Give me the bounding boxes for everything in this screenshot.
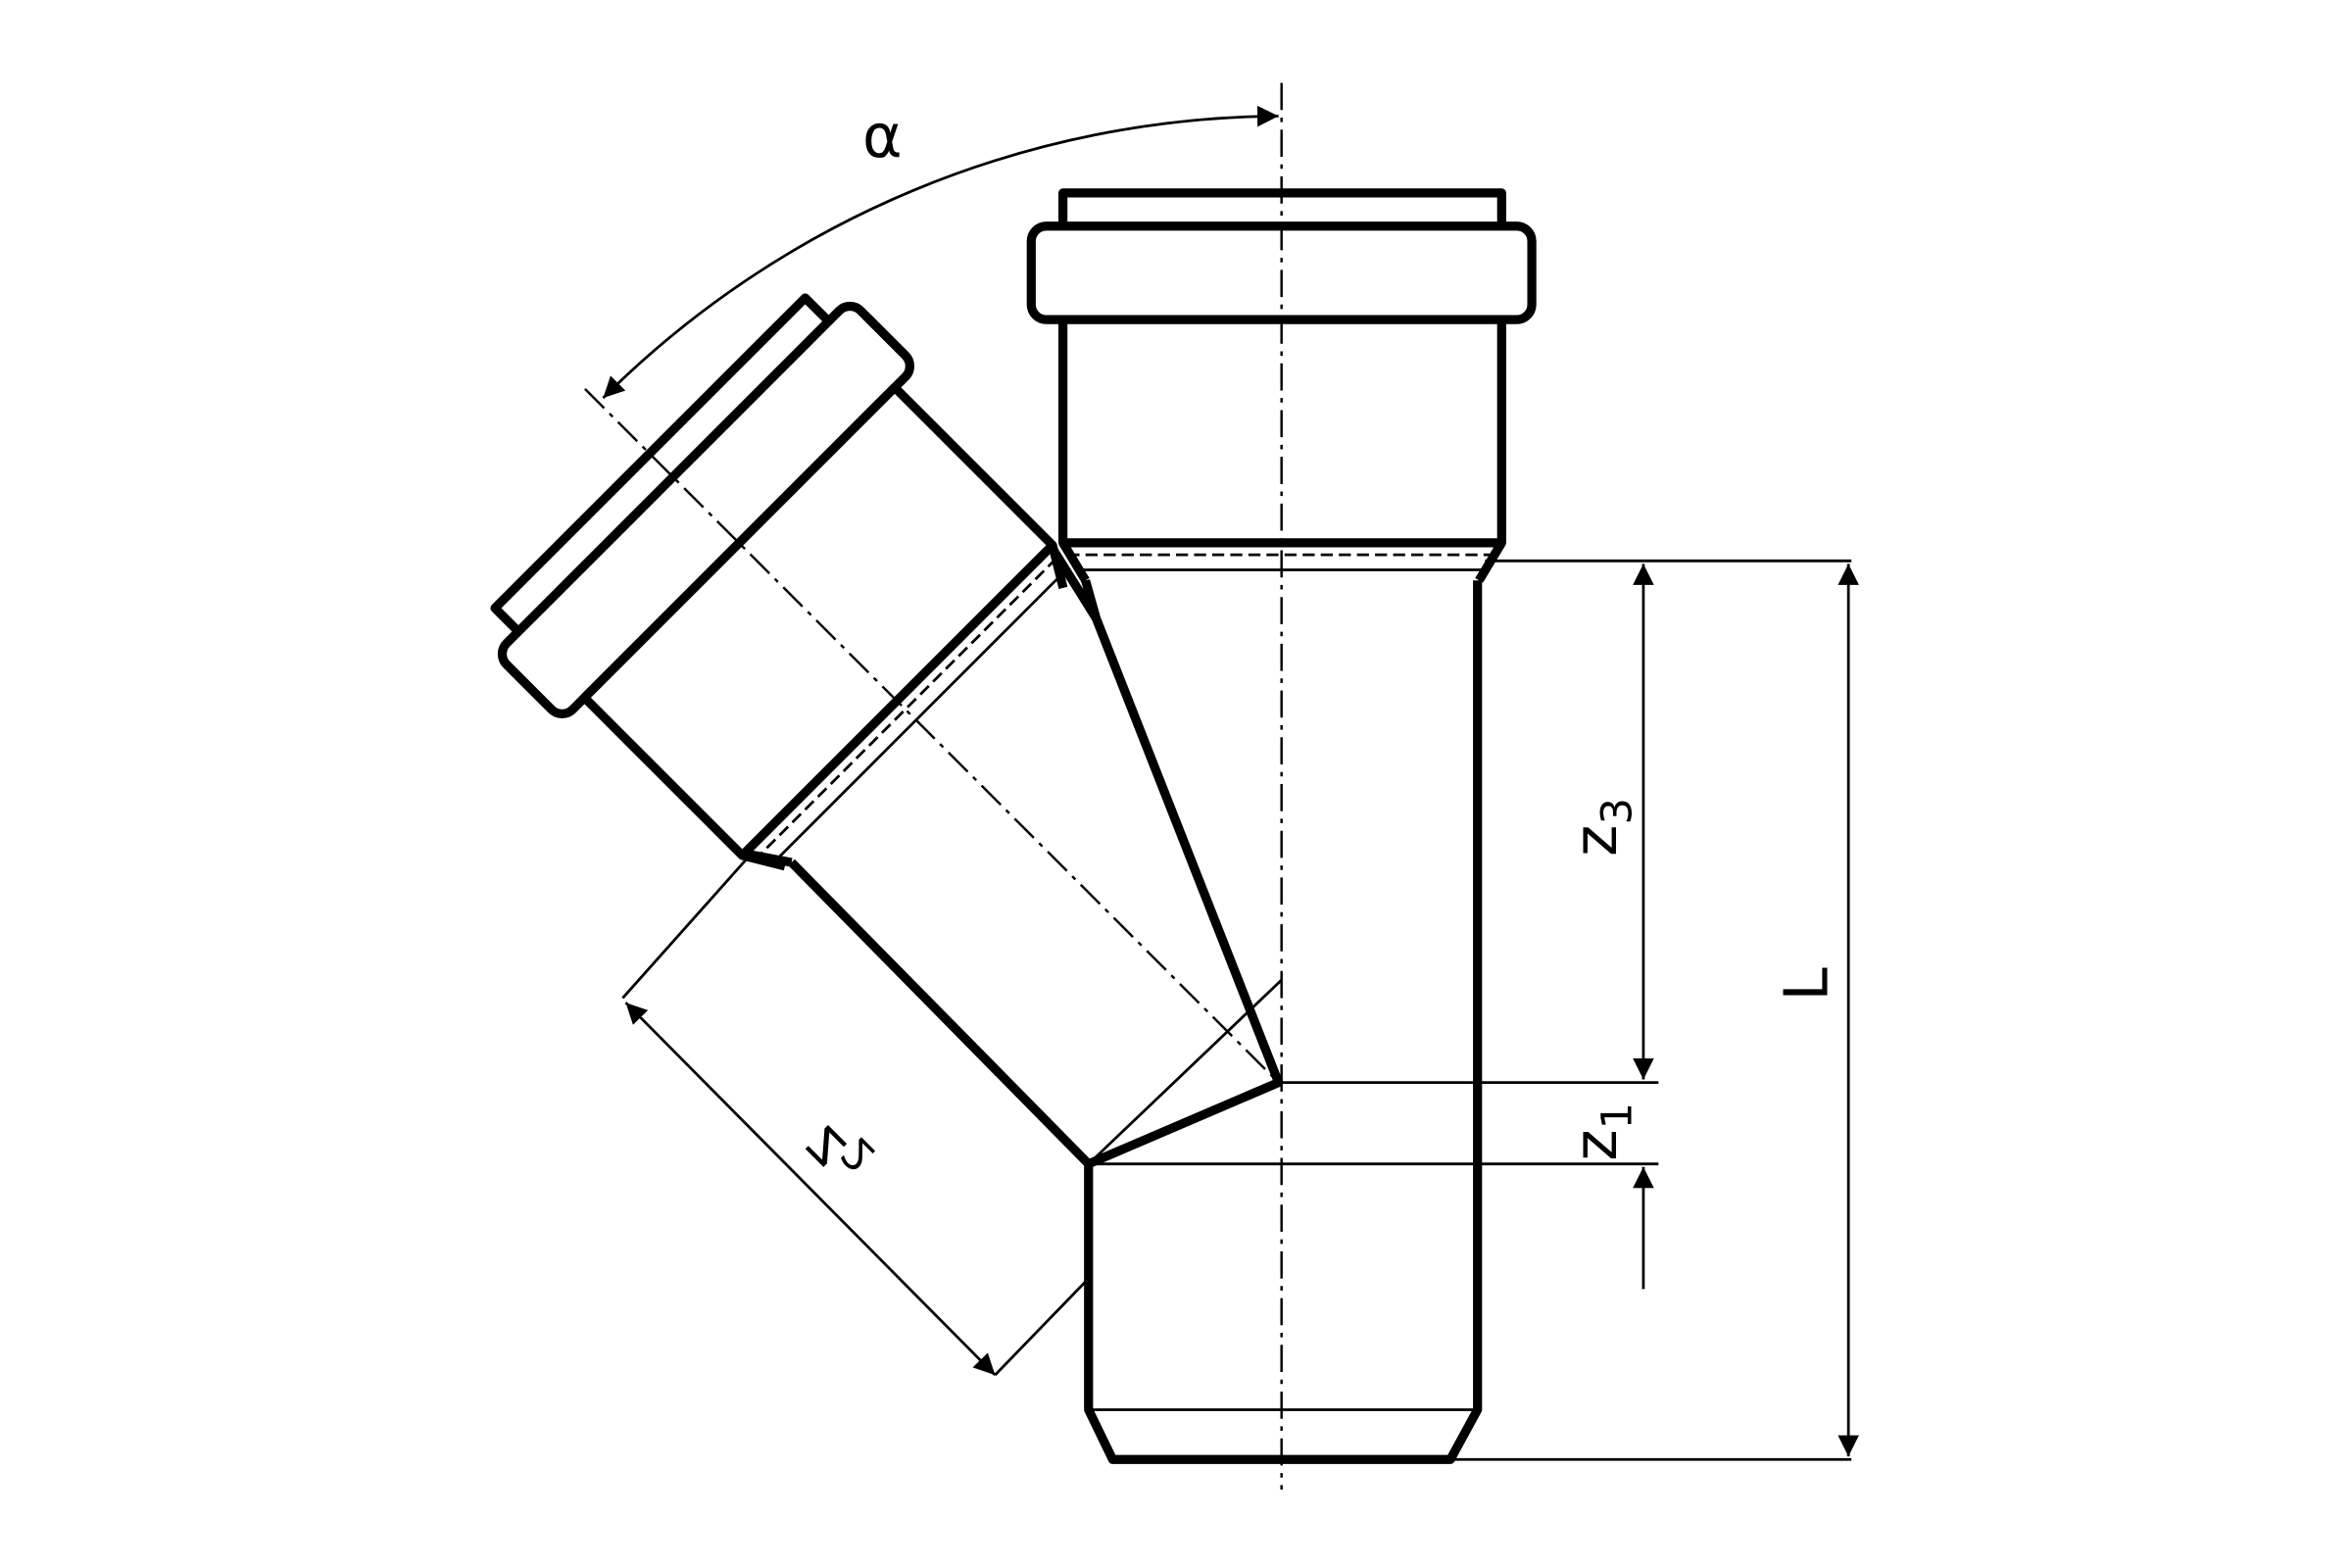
angle-label: α — [862, 101, 903, 172]
l-label: L — [1772, 967, 1842, 1001]
angle-arc — [602, 105, 1279, 400]
z2-dimension-line — [624, 1002, 997, 1377]
extension-lines — [621, 559, 1852, 1461]
z3-label: z3 — [1560, 798, 1642, 857]
z2-label: z2 — [787, 1104, 886, 1203]
z1-label: z1 — [1560, 1102, 1642, 1161]
branch-axis-centerline — [584, 388, 1280, 1084]
